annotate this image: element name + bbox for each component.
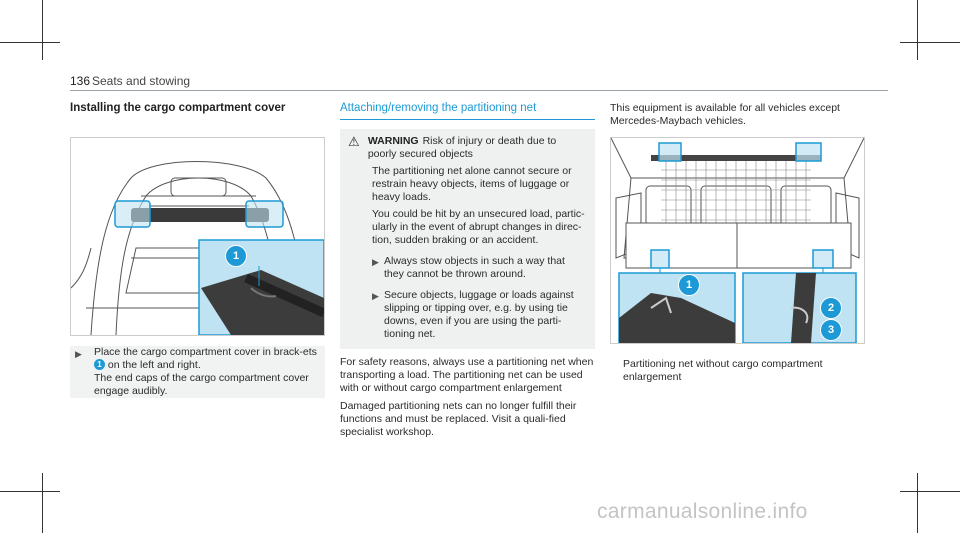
callout-1: 1 <box>225 245 247 267</box>
warning-triangle-icon: ⚠ <box>348 134 360 149</box>
callout-1: 1 <box>678 274 700 296</box>
section-heading: Installing the cargo compartment cover <box>70 102 286 114</box>
figure-caption: Partitioning net without cargo compartme… <box>623 358 823 383</box>
step-arrow-icon: ▶ <box>372 291 379 301</box>
cargo-cover-illustration: 1 <box>70 137 325 336</box>
instruction-step: ▶ Place the cargo compartment cover in b… <box>70 346 325 398</box>
left-column: Installing the cargo compartment cover 1 <box>70 102 325 398</box>
crop-mark <box>0 491 60 492</box>
step-text-part: Place the cargo compartment cover in bra… <box>94 346 317 358</box>
partitioning-net-illustration: 1 2 3 <box>610 137 865 344</box>
crop-mark <box>42 473 43 533</box>
warning-step: ▶ Secure objects, luggage or loads again… <box>372 289 587 341</box>
crop-mark <box>917 0 918 60</box>
section-heading: Attaching/removing the partitioning net <box>340 102 595 120</box>
crop-mark <box>0 42 60 43</box>
partitioning-net-drawing <box>611 138 864 343</box>
warning-paragraph: You could be hit by an unsecured load, p… <box>372 208 585 246</box>
warning-paragraph: The partitioning net alone cannot secure… <box>372 165 572 203</box>
inline-callout-1: 1 <box>94 359 105 370</box>
step-result: The end caps of the cargo compartment co… <box>94 372 309 397</box>
warning-subtitle: Risk of injury or death due to poorly se… <box>367 135 557 160</box>
right-column: This equipment is available for all vehi… <box>610 102 865 384</box>
body-paragraph: For safety reasons, always use a partiti… <box>340 356 594 394</box>
watermark: carmanualsonline.info <box>597 500 808 523</box>
callout-2: 2 <box>820 297 842 319</box>
warning-title: WARNING <box>367 135 419 147</box>
step-arrow-icon: ▶ <box>372 257 379 267</box>
section-title: Seats and stowing <box>92 74 191 88</box>
header-rule <box>70 90 888 91</box>
crop-mark <box>917 473 918 533</box>
crop-mark <box>42 0 43 60</box>
warning-step-text: Secure objects, luggage or loads against… <box>384 289 574 340</box>
intro-paragraph: This equipment is available for all vehi… <box>610 102 840 127</box>
step-text-part: on the left and right. <box>107 359 201 371</box>
step-arrow-icon: ▶ <box>75 349 82 359</box>
warning-body: The partitioning net alone cannot secure… <box>348 165 587 341</box>
crop-mark <box>900 42 960 43</box>
warning-step-text: Always stow objects in such a way that t… <box>384 255 565 280</box>
page-number: 136 <box>70 74 91 88</box>
warning-step: ▶ Always stow objects in such a way that… <box>372 255 587 281</box>
cargo-cover-drawing <box>71 161 324 335</box>
step-text: Place the cargo compartment cover in bra… <box>94 346 325 372</box>
body-paragraph: Damaged partitioning nets can no longer … <box>340 400 577 438</box>
callout-3: 3 <box>820 319 842 341</box>
middle-column: Attaching/removing the partitioning net … <box>340 102 595 439</box>
crop-mark <box>900 491 960 492</box>
